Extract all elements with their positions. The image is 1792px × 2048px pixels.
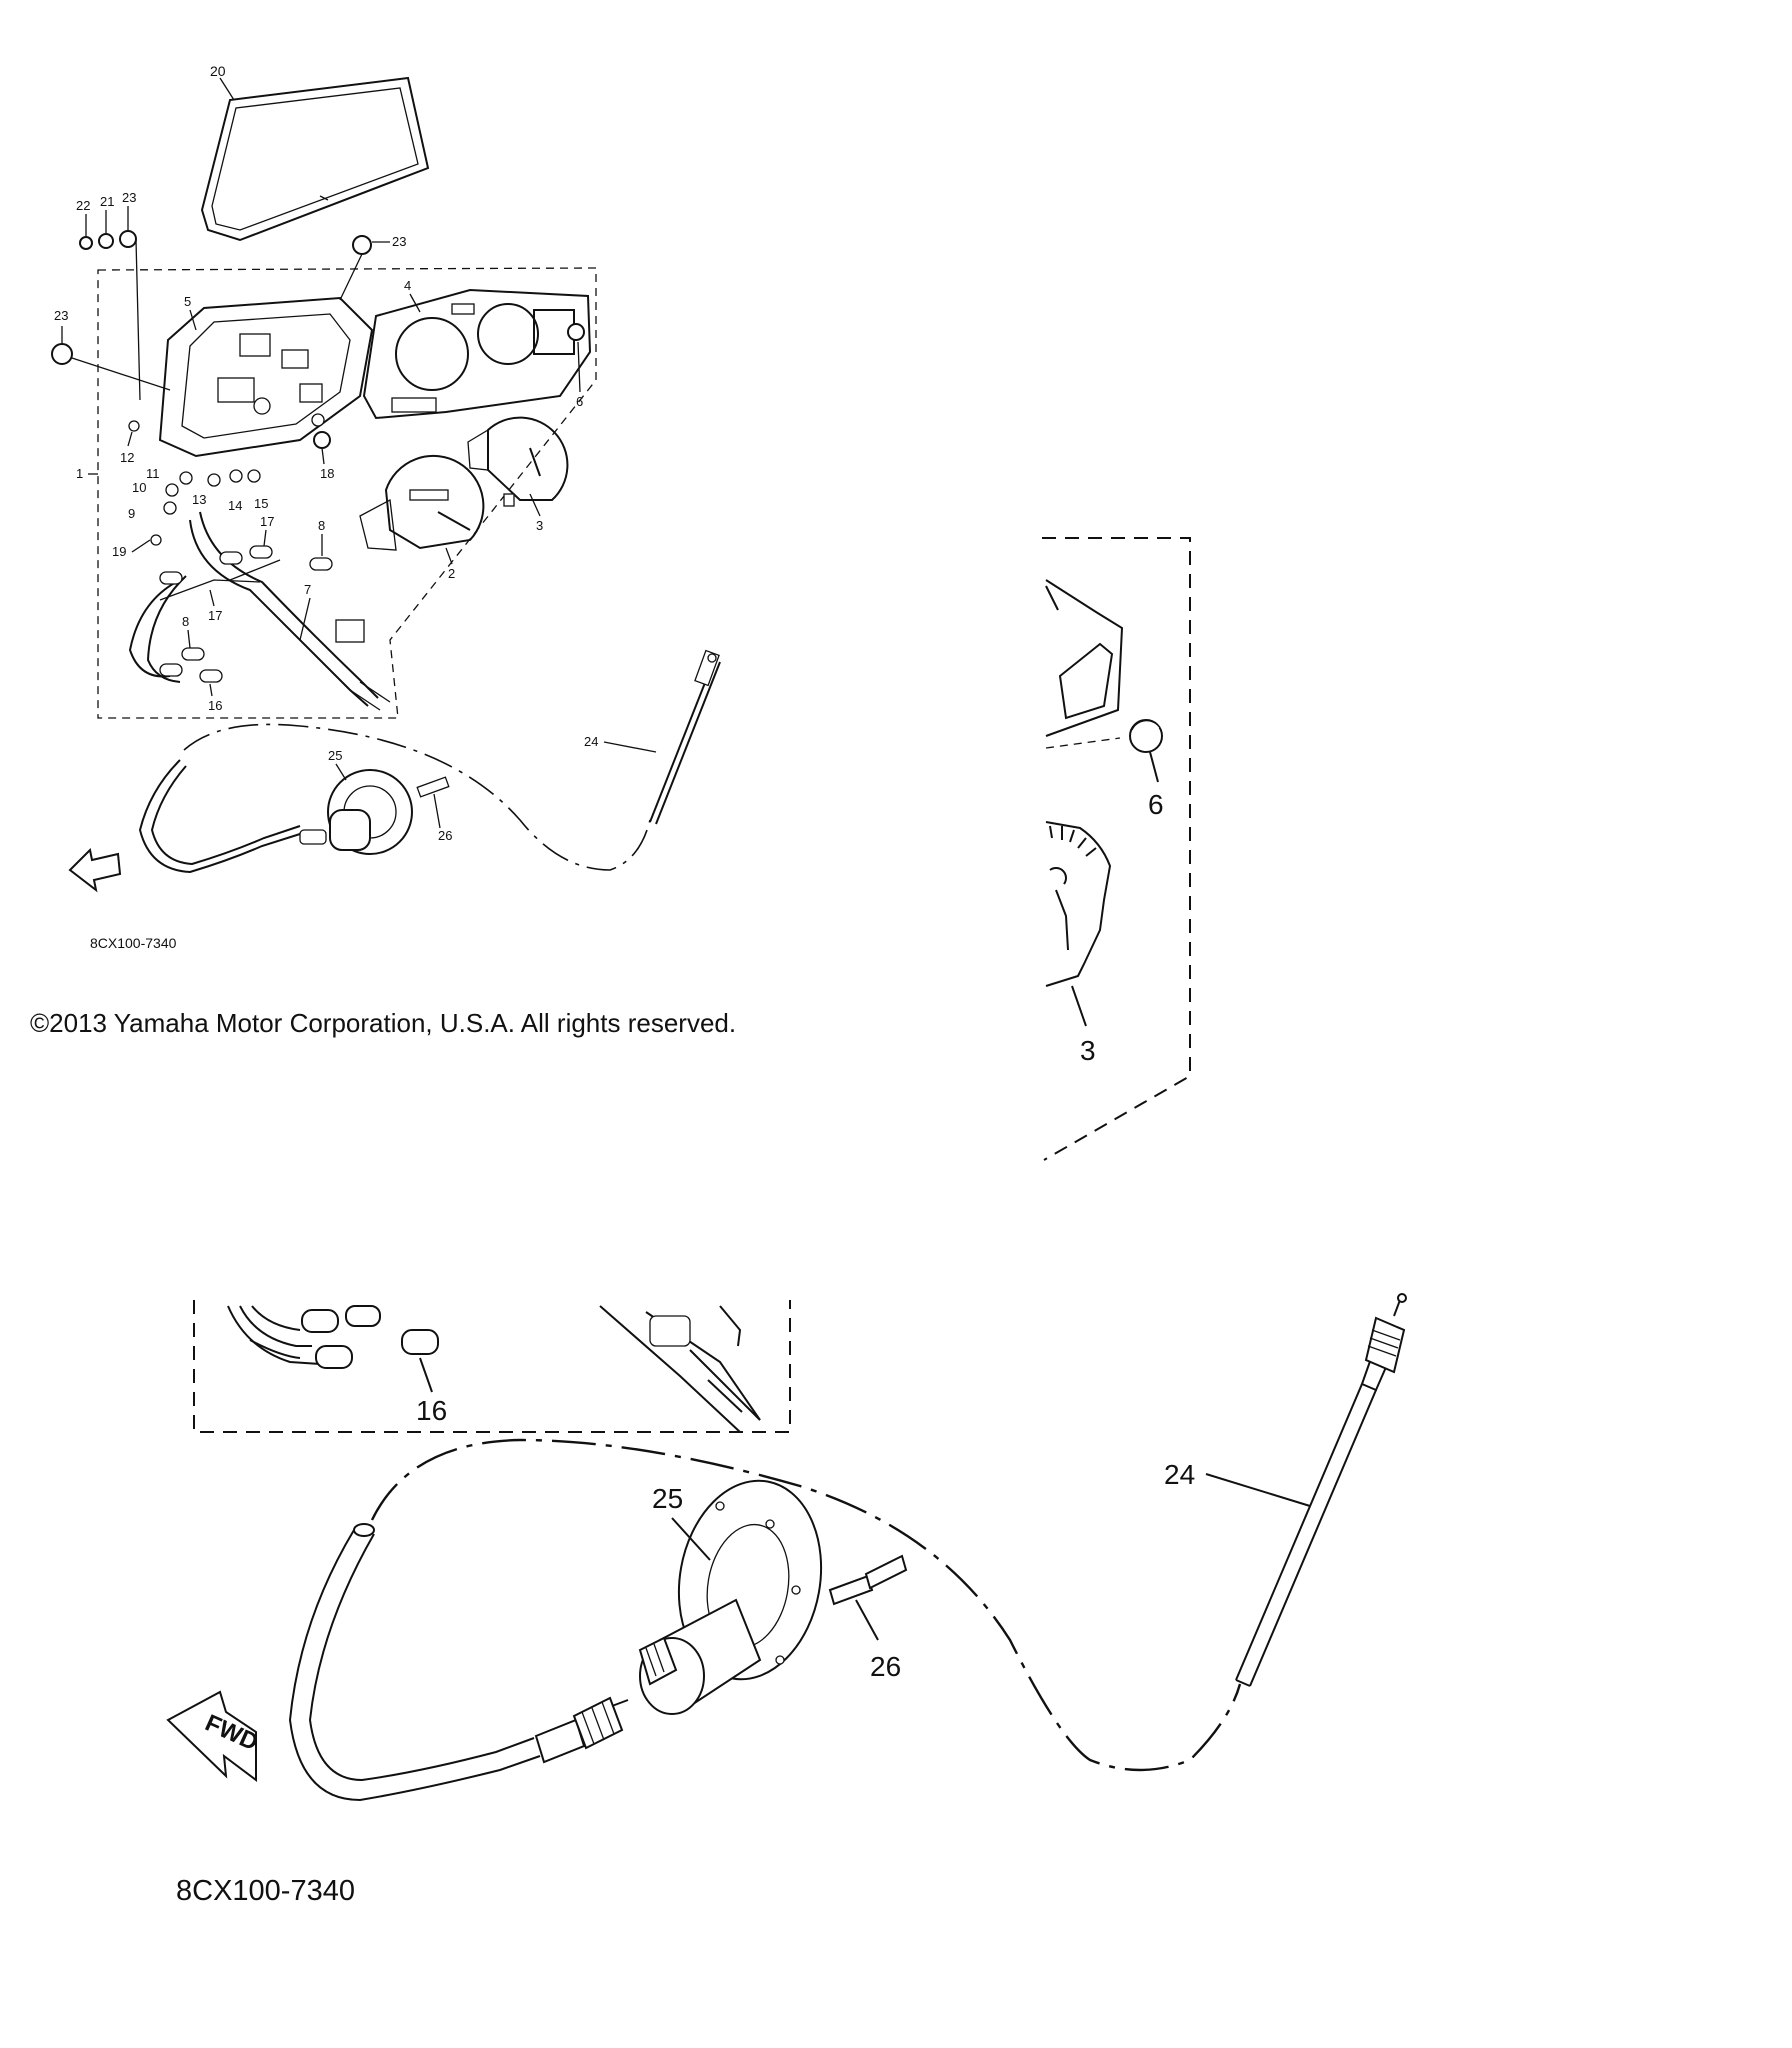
part-20-cover-gasket bbox=[200, 76, 430, 242]
part-18 bbox=[313, 431, 331, 449]
callout-18: 18 bbox=[320, 466, 334, 481]
cable-route bbox=[370, 1438, 1242, 1772]
callout-2: 2 bbox=[448, 566, 455, 581]
fwd-arrow-detail: FWD bbox=[166, 1690, 262, 1782]
callout-17b: 17 bbox=[208, 608, 222, 623]
callout-3: 3 bbox=[536, 518, 543, 533]
callout-4: 4 bbox=[404, 278, 411, 293]
fwd-arrow bbox=[68, 847, 122, 893]
callout-7: 7 bbox=[304, 582, 311, 597]
overview-diagram: 20 22 21 23 23 23 5 4 6 12 1 11 bbox=[51, 63, 721, 951]
bulbs bbox=[159, 545, 333, 683]
callout-16: 16 bbox=[208, 698, 222, 713]
part-2-speedometer bbox=[359, 454, 485, 551]
detail-bottom-callout-24: 24 bbox=[1164, 1459, 1195, 1490]
overview-drawing-code: 8CX100-7340 bbox=[90, 935, 177, 951]
part-4-meter-panel bbox=[362, 288, 592, 420]
detail-bottom-drawing-code: 8CX100-7340 bbox=[176, 1875, 355, 1907]
lower-cable-hose bbox=[288, 1523, 629, 1802]
callout-23: 23 bbox=[122, 190, 136, 205]
callout-23c: 23 bbox=[54, 308, 68, 323]
callout-19: 19 bbox=[112, 544, 126, 559]
callout-21: 21 bbox=[100, 194, 114, 209]
small-parts-left bbox=[128, 420, 261, 546]
assembly-outline bbox=[97, 267, 597, 719]
callout-12: 12 bbox=[120, 450, 134, 465]
detail-bottom-callout-26: 26 bbox=[870, 1651, 901, 1682]
callout-10: 10 bbox=[132, 480, 146, 495]
callout-13: 13 bbox=[192, 492, 206, 507]
detail-right-callout-6: 6 bbox=[1148, 789, 1164, 820]
callout-8b: 8 bbox=[182, 614, 189, 629]
bulb-16-detail bbox=[227, 1305, 439, 1393]
callout-23b: 23 bbox=[392, 234, 406, 249]
callout-24: 24 bbox=[584, 734, 598, 749]
callout-17: 17 bbox=[260, 514, 274, 529]
detail-bottom-callout-16: 16 bbox=[416, 1395, 447, 1426]
part-5-meter-housing bbox=[158, 296, 374, 458]
part-24-meter-cable bbox=[1235, 1293, 1407, 1687]
callout-15: 15 bbox=[254, 496, 268, 511]
detail-right: 6 3 bbox=[1042, 537, 1191, 1161]
part-7-wire-harness bbox=[128, 511, 391, 711]
callout-20: 20 bbox=[210, 63, 226, 79]
callout-6: 6 bbox=[576, 394, 583, 409]
detail-bottom: 16 24 bbox=[166, 1293, 1407, 1907]
part-3-tachometer bbox=[467, 416, 569, 507]
callout-14: 14 bbox=[228, 498, 242, 513]
harness-ends bbox=[599, 1305, 761, 1433]
cable-assembly bbox=[138, 649, 721, 874]
callout-1: 1 bbox=[76, 466, 83, 481]
callout-5: 5 bbox=[184, 294, 191, 309]
callout-25: 25 bbox=[328, 748, 342, 763]
detail-bottom-callout-25: 25 bbox=[652, 1483, 683, 1514]
part-26-pin bbox=[828, 1554, 908, 1641]
callout-22: 22 bbox=[76, 198, 90, 213]
part-25-drive-gear bbox=[638, 1479, 823, 1715]
detail-right-callout-3: 3 bbox=[1080, 1035, 1096, 1066]
small-fasteners bbox=[51, 230, 372, 365]
callout-8: 8 bbox=[318, 518, 325, 533]
callout-11: 11 bbox=[146, 466, 160, 481]
copyright-notice: ©2013 Yamaha Motor Corporation, U.S.A. A… bbox=[30, 1008, 737, 1038]
callout-26: 26 bbox=[438, 828, 452, 843]
callout-9: 9 bbox=[128, 506, 135, 521]
overview-callouts: 20 22 21 23 23 23 5 4 6 12 1 11 bbox=[54, 63, 657, 951]
